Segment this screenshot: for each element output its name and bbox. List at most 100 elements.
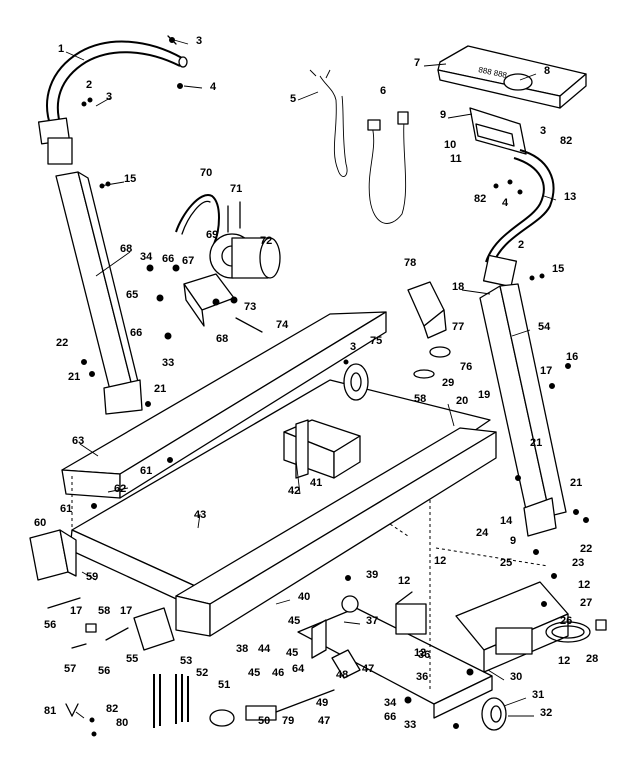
part-callout-58: 58 (98, 605, 110, 617)
part-callout-14: 14 (500, 515, 513, 527)
part-callout-5: 5 (290, 93, 296, 105)
part-callout-61: 61 (140, 465, 152, 477)
part-callout-32: 32 (540, 707, 552, 719)
part-callout-1: 1 (58, 43, 64, 55)
front-roller-pulley-part (343, 363, 369, 401)
front-base-frame-part (297, 607, 493, 719)
part-callout-59: 59 (86, 571, 98, 583)
part-callout-64: 64 (292, 663, 305, 675)
part-callout-19: 19 (478, 389, 490, 401)
part-callout-49: 49 (316, 697, 328, 709)
part-callout-15: 15 (124, 173, 136, 185)
motor-hood-side-part (407, 281, 447, 339)
part-callout-18: 18 (452, 281, 464, 293)
part-callout-2: 2 (86, 79, 92, 91)
part-callout-3: 3 (350, 341, 356, 353)
part-callout-25: 25 (500, 557, 512, 569)
part-callout-21: 21 (570, 477, 582, 489)
part-callout-69: 69 (206, 229, 218, 241)
part-callout-16: 16 (566, 351, 578, 363)
part-callout-17: 17 (120, 605, 132, 617)
part-callout-70: 70 (200, 167, 212, 179)
part-callout-62: 62 (114, 483, 126, 495)
wire-harness-part (309, 69, 409, 224)
wheel-part (481, 697, 507, 731)
left-upright-part (55, 171, 143, 415)
part-callout-36: 36 (418, 649, 430, 661)
part-callout-43: 43 (194, 509, 206, 521)
part-callout-3: 3 (540, 125, 546, 137)
leader-lines (65, 39, 557, 719)
part-callout-31: 31 (532, 689, 544, 701)
part-callout-78: 78 (404, 257, 416, 269)
right-upright-part (479, 283, 567, 537)
part-callout-17: 17 (540, 365, 552, 377)
part-callout-47: 47 (362, 663, 374, 675)
part-callout-51: 51 (218, 679, 230, 691)
part-callout-36: 36 (416, 671, 428, 683)
part-callout-27: 27 (580, 597, 592, 609)
part-callout-82: 82 (474, 193, 486, 205)
assembly-guide-lines (71, 476, 549, 690)
part-callout-66: 66 (162, 253, 174, 265)
part-callout-7: 7 (414, 57, 420, 69)
part-callout-8: 8 (544, 65, 550, 77)
part-callout-9: 9 (440, 109, 446, 121)
part-callout-34: 34 (140, 251, 153, 263)
control-board-part (455, 581, 569, 673)
part-callout-40: 40 (298, 591, 310, 603)
part-callout-21: 21 (530, 437, 542, 449)
part-callout-9: 9 (510, 535, 516, 547)
idler-washer-part (413, 346, 451, 379)
part-callout-6: 6 (380, 85, 386, 97)
fasteners (47, 35, 589, 737)
rear-end-cap-right-part (133, 607, 175, 651)
part-callout-61: 61 (60, 503, 72, 515)
part-callout-39: 39 (366, 569, 378, 581)
part-callout-76: 76 (460, 361, 472, 373)
part-callout-71: 71 (230, 183, 242, 195)
part-callout-33: 33 (162, 357, 174, 369)
part-callout-12: 12 (414, 647, 426, 659)
part-callout-33: 33 (404, 719, 416, 731)
part-callout-22: 22 (56, 337, 68, 349)
part-callout-82: 82 (106, 703, 118, 715)
part-callout-3: 3 (106, 91, 112, 103)
part-callout-81: 81 (44, 705, 56, 717)
part-callout-21: 21 (68, 371, 80, 383)
part-callout-57: 57 (64, 663, 76, 675)
part-callout-77: 77 (452, 321, 464, 333)
part-callout-12: 12 (558, 655, 570, 667)
console-part: 888 888 (437, 45, 587, 109)
part-callout-26: 26 (560, 615, 572, 627)
power-cord-part (545, 619, 607, 643)
part-callout-4: 4 (210, 81, 217, 93)
part-callout-66: 66 (130, 327, 142, 339)
part-callout-11: 11 (450, 153, 462, 165)
part-callout-67: 67 (182, 255, 194, 267)
part-callout-56: 56 (44, 619, 56, 631)
part-callout-56: 56 (98, 665, 110, 677)
part-callout-45: 45 (288, 615, 300, 627)
part-callout-24: 24 (476, 527, 489, 539)
part-callout-82: 82 (560, 135, 572, 147)
part-callout-46: 46 (272, 667, 284, 679)
part-callout-20: 20 (456, 395, 468, 407)
part-callout-66: 66 (384, 711, 396, 723)
rear-feet-bolts-part (153, 674, 189, 728)
part-callout-30: 30 (510, 671, 522, 683)
part-callout-12: 12 (434, 555, 446, 567)
part-callout-72: 72 (260, 235, 272, 247)
right-frame-rail-part (175, 427, 497, 637)
part-callout-53: 53 (180, 655, 192, 667)
part-callout-21: 21 (154, 383, 166, 395)
part-callout-68: 68 (216, 333, 228, 345)
rear-roller-parts (209, 689, 335, 727)
part-callout-13: 13 (564, 191, 576, 203)
part-callout-29: 29 (442, 377, 454, 389)
console-bracket-part (469, 107, 527, 155)
part-callout-17: 17 (70, 605, 82, 617)
part-callout-34: 34 (384, 697, 397, 709)
part-callout-48: 48 (336, 669, 348, 681)
part-callout-3: 3 (196, 35, 202, 47)
